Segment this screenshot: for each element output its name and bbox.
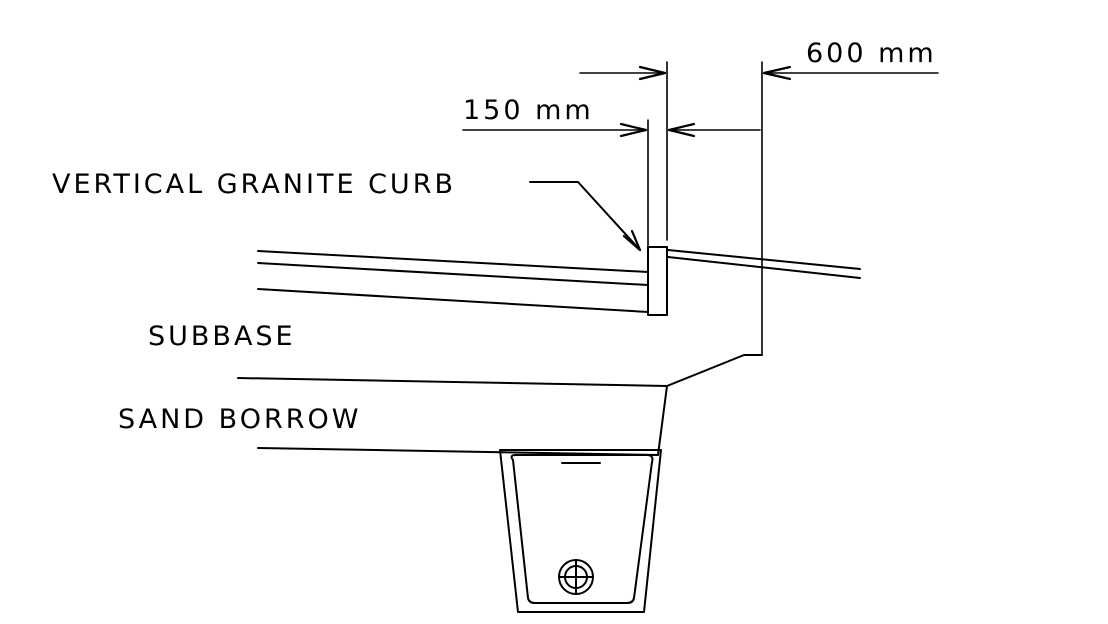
dimension-600mm: 600 mm — [579, 38, 939, 356]
pavement-top-line — [257, 250, 649, 273]
sand-borrow-bottom-line — [257, 447, 659, 456]
curb-leader-line — [529, 181, 641, 251]
subbase-bottom-line — [237, 377, 668, 387]
curb-label: VERTICAL GRANITE CURB — [52, 169, 456, 200]
sidewalk-surface — [667, 249, 861, 279]
drain-pipe-icon — [558, 559, 594, 595]
sand-borrow-label: SAND BORROW — [118, 404, 361, 435]
dimension-150mm: 150 mm — [462, 95, 761, 251]
dim-150-arrow-left — [619, 122, 648, 138]
drain-outer-wall — [499, 449, 662, 613]
base-layers: SUBBASE SAND BORROW — [118, 321, 763, 456]
granite-curb — [647, 246, 668, 316]
dim-150-label: 150 mm — [463, 95, 594, 126]
sidewalk-top-line — [667, 249, 861, 270]
dim-600-label: 600 mm — [806, 38, 937, 69]
dim-600-arrow-left — [638, 65, 667, 81]
roadway-pavement — [257, 250, 649, 313]
dim-150-arrow-right — [667, 122, 696, 138]
sand-borrow-right-edge — [657, 385, 668, 456]
curb-callout: VERTICAL GRANITE CURB — [52, 169, 642, 252]
drain-inner-wall — [510, 454, 654, 604]
dim-600-arrow-right — [762, 65, 792, 81]
drain-structure — [499, 449, 662, 613]
pavement-bottom-line — [257, 288, 649, 313]
subbase-right-edge — [666, 354, 763, 387]
curb-leader-arrow — [622, 229, 642, 252]
pavement-middle-line — [257, 262, 649, 286]
sidewalk-bottom-line — [667, 256, 861, 279]
subbase-label: SUBBASE — [148, 321, 296, 352]
